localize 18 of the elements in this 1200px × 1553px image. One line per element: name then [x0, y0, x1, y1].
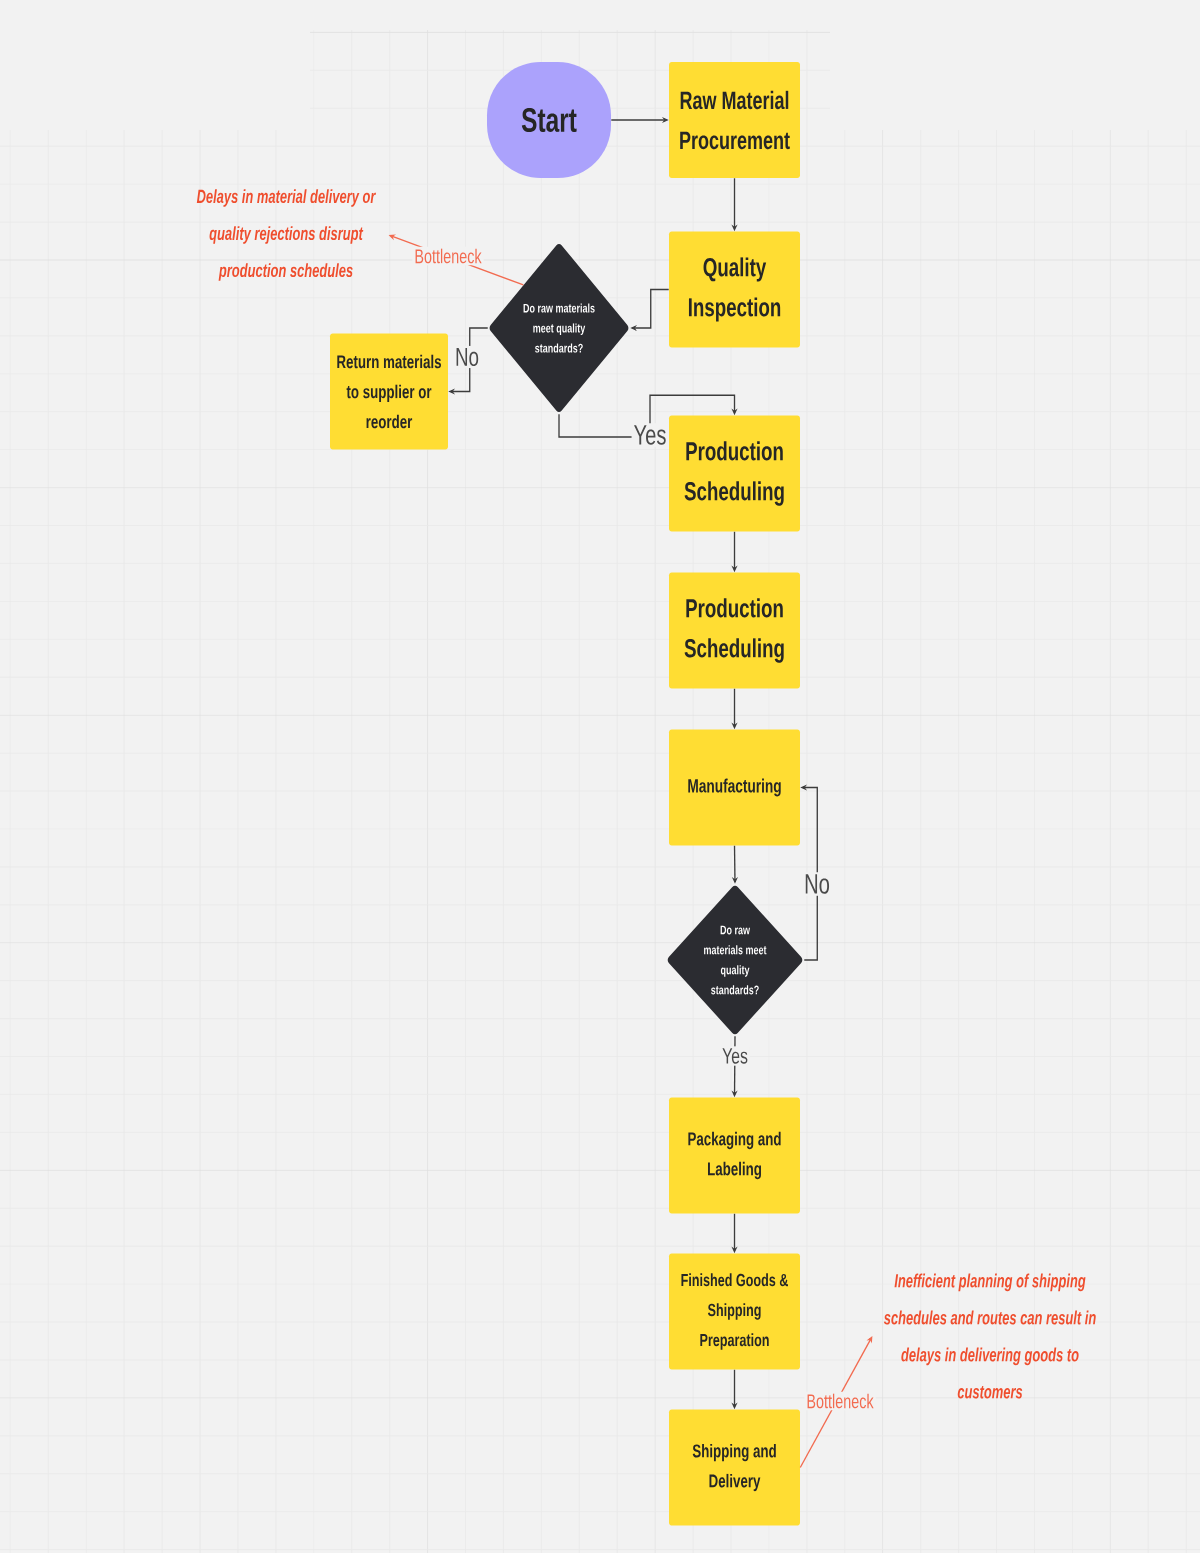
edge-label: Yes	[720, 1046, 750, 1066]
annotation-text: Delays in material delivery or quality rejections disrupt production schedules	[196, 189, 376, 281]
annotation-text: Inefficient planning of shipping schedules and routes can result in delays in delivering goods to customers	[883, 1273, 1096, 1399]
process-box: Manufacturing	[669, 729, 800, 846]
process-box: Shipping and Delivery	[669, 1409, 800, 1526]
process-box: Return materials to supplier or reorder	[330, 333, 448, 450]
process-box: Quality Inspection	[669, 231, 800, 348]
edge-label: No	[453, 345, 481, 369]
edge-label: Yes	[631, 423, 669, 447]
arrow	[558, 394, 738, 438]
process-box: Production Scheduling	[669, 572, 800, 689]
process-box: Raw Material Procurement	[669, 62, 800, 178]
process-box: Production Scheduling	[669, 415, 800, 532]
process-box: Finished Goods & Shipping Preparation	[669, 1253, 800, 1370]
arrow	[799, 1336, 873, 1469]
start-terminal: Start	[487, 62, 611, 178]
process-box: Packaging and Labeling	[669, 1097, 800, 1214]
edge-label: No	[802, 872, 832, 896]
